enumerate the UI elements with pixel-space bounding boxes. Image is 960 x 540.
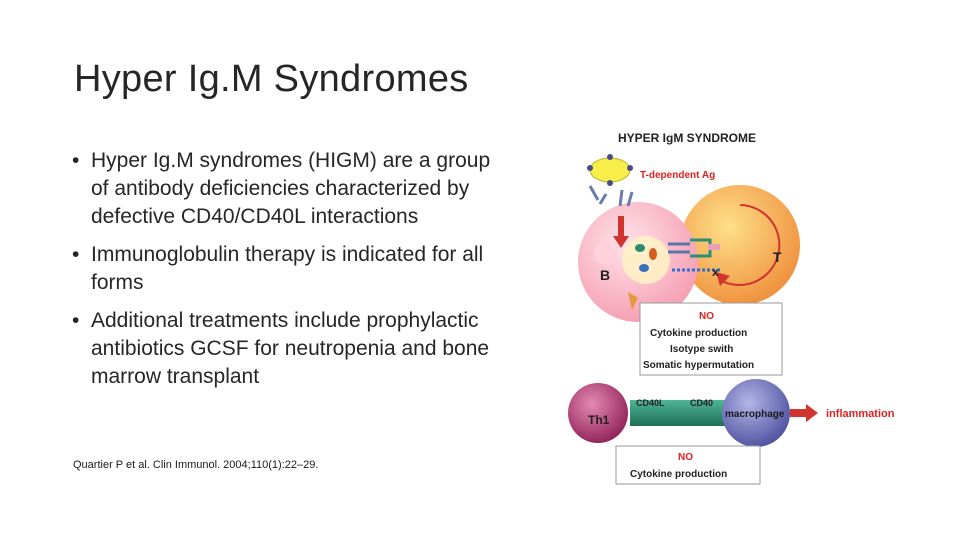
- box-no-cytokine-isotype: NO Cytokine production Isotype swith Som…: [639, 302, 783, 376]
- inflammation-label: inflammation: [826, 408, 895, 420]
- box-no-cytokine: NO Cytokine production: [615, 445, 761, 485]
- b-cell-label: B: [600, 267, 610, 283]
- th1-macrophage-pathway: Th1 CD40L CD40 macrophage inflammation: [568, 379, 895, 447]
- slide-title: Hyper Ig.M Syndromes: [74, 58, 469, 100]
- antigen-icon: T-dependent Ag: [587, 154, 715, 207]
- box1-line3: Somatic hypermutation: [643, 360, 754, 371]
- cd40l-label: CD40L: [636, 398, 665, 408]
- box2-no: NO: [678, 452, 693, 463]
- box2-line1: Cytokine production: [630, 469, 727, 480]
- t-cell-label: T: [773, 249, 782, 265]
- receptor-icons: x: [668, 238, 720, 279]
- diagram-heading: HYPER IgM SYNDROME: [618, 131, 756, 145]
- hyper-igm-diagram: HYPER IgM SYNDROME T B: [560, 120, 920, 490]
- macrophage-label: macrophage: [725, 409, 785, 420]
- citation: Quartier P et al. Clin Immunol. 2004;110…: [73, 459, 319, 471]
- bullet-item: Hyper Ig.M syndromes (HIGM) are a group …: [72, 147, 492, 231]
- bullet-item: Additional treatments include prophylact…: [72, 307, 492, 391]
- th1-label: Th1: [588, 413, 610, 427]
- antigen-label: T-dependent Ag: [640, 170, 715, 181]
- svg-text:x: x: [712, 265, 719, 279]
- b-cell: B: [578, 202, 698, 322]
- cd40-label: CD40: [690, 398, 713, 408]
- box1-line1: Cytokine production: [650, 328, 747, 339]
- box1-no: NO: [699, 311, 714, 322]
- bullet-list: Hyper Ig.M syndromes (HIGM) are a group …: [72, 147, 492, 401]
- t-cell: T: [680, 185, 800, 305]
- bullet-item: Immunoglobulin therapy is indicated for …: [72, 241, 492, 297]
- box1-line2: Isotype swith: [670, 344, 733, 355]
